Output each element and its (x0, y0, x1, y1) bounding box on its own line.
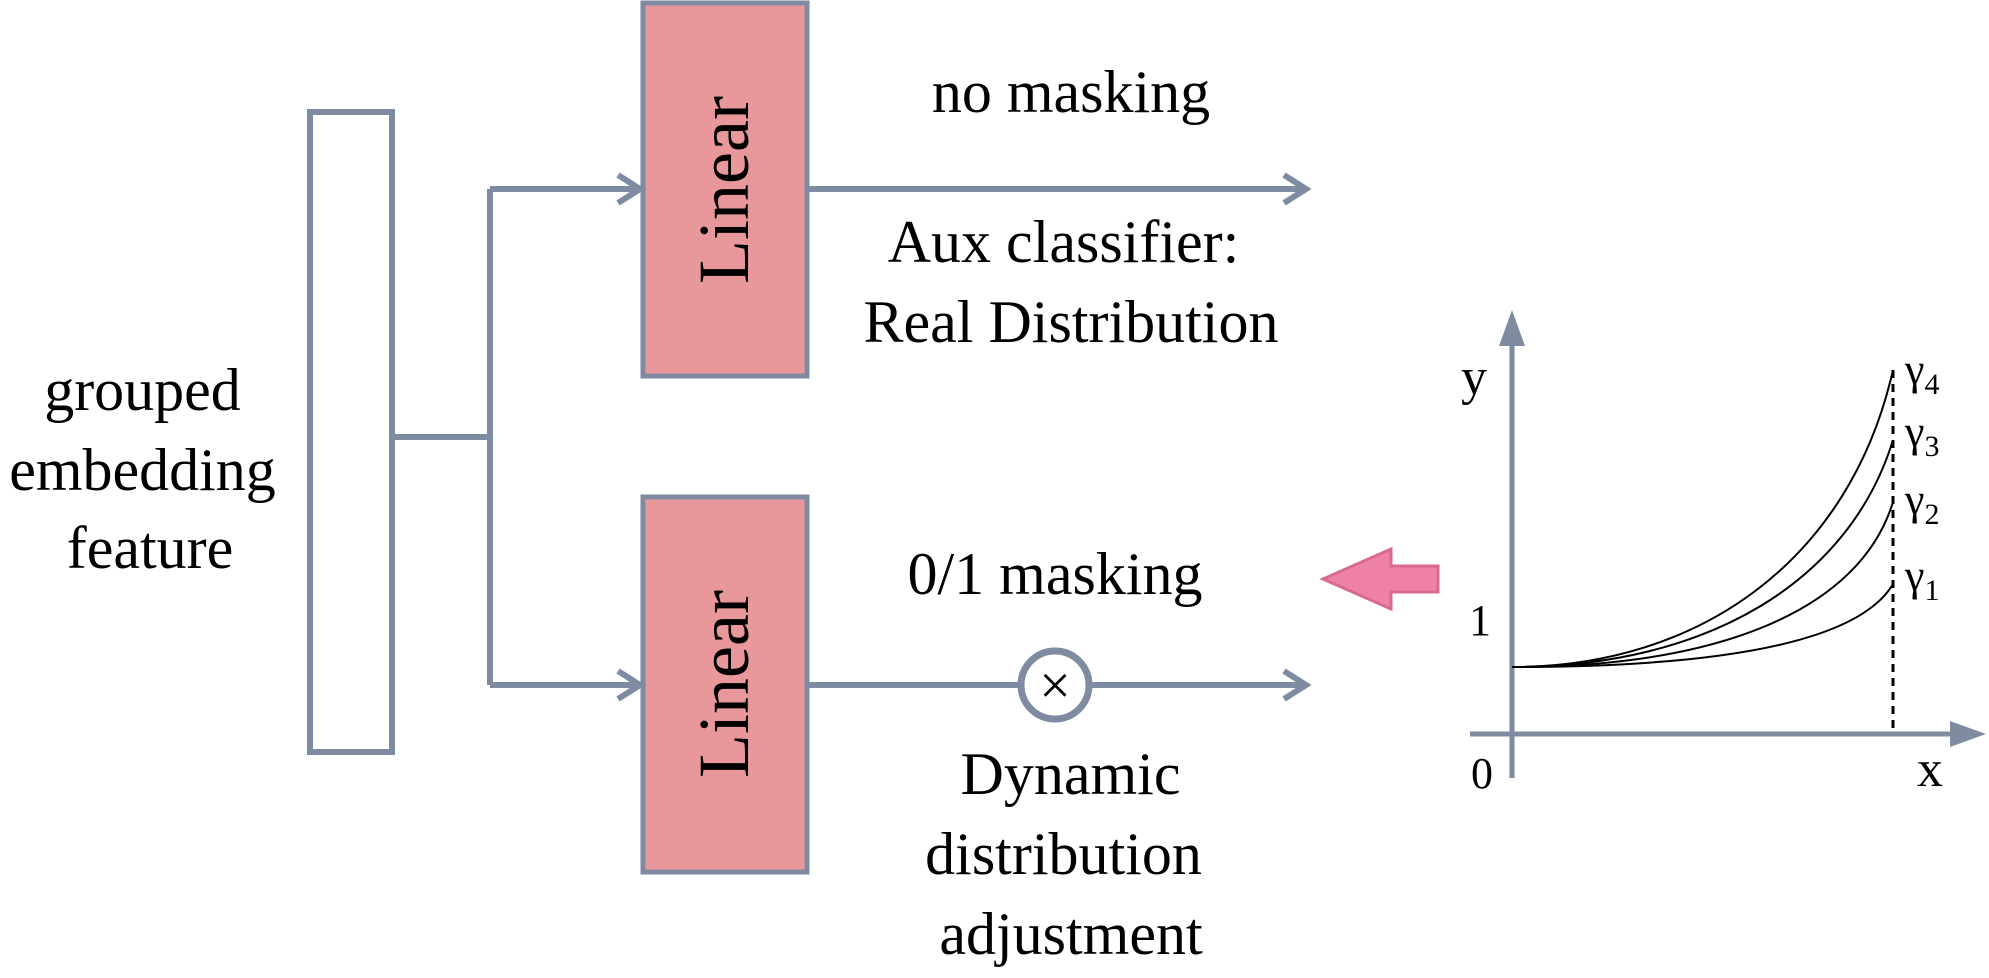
curve-plot: y x 0 1 γ4 γ3 γ2 γ1 (1461, 310, 1986, 798)
dynamic-adjustment-line-3: adjustment (939, 901, 1203, 967)
curve-gamma-2 (1511, 501, 1894, 668)
y-axis-label: y (1461, 349, 1487, 406)
input-label: grouped embedding feature (9, 357, 291, 581)
gamma-2-label: γ2 (1904, 475, 1939, 531)
gamma-4-symbol: γ (1904, 345, 1924, 394)
embedding-feature-block (307, 109, 395, 755)
plot-y-axis-arrowhead (1499, 310, 1525, 346)
gamma-3-symbol: γ (1904, 407, 1924, 456)
multiply-symbol: × (1039, 655, 1071, 717)
plot-x-axis-arrowhead (1950, 721, 1986, 747)
gamma-1-label: γ1 (1904, 551, 1939, 607)
bottom-input-arrow (490, 668, 646, 702)
gamma-3-label: γ3 (1904, 407, 1939, 463)
top-output-arrow (807, 172, 1312, 206)
aux-classifier-label: Aux classifier: Real Distribution (864, 209, 1279, 355)
dynamic-adjustment-line-2: distribution (925, 821, 1202, 887)
curve-gamma-4 (1511, 369, 1894, 668)
gamma-1-subscript: 1 (1924, 574, 1939, 607)
top-linear-block (640, 0, 810, 379)
masking-caption: 0/1 masking (908, 541, 1203, 607)
bottom-linear-block (640, 494, 810, 875)
input-label-line-3: feature (67, 515, 234, 581)
gamma-2-subscript: 2 (1924, 498, 1939, 531)
splitter-connector (392, 189, 493, 685)
top-input-arrow (490, 172, 646, 206)
top-linear-label: Linear (684, 96, 764, 284)
gamma-4-label: γ4 (1904, 345, 1939, 401)
dynamic-adjustment-line-1: Dynamic (961, 741, 1181, 807)
no-masking-caption: no masking (932, 59, 1210, 125)
gamma-1-symbol: γ (1904, 551, 1924, 600)
origin-label: 0 (1471, 749, 1493, 798)
input-label-line-2: embedding (9, 437, 276, 503)
gamma-3-subscript: 3 (1924, 430, 1939, 463)
bottom-output-arrow (807, 668, 1312, 702)
bottom-linear-label: Linear (684, 590, 764, 778)
y-tick-label: 1 (1469, 596, 1491, 645)
curve-gamma-1 (1511, 583, 1894, 668)
gamma-4-subscript: 4 (1924, 368, 1939, 401)
gamma-2-symbol: γ (1904, 475, 1924, 524)
multiply-node (1017, 647, 1093, 723)
curve-gamma-3 (1511, 439, 1894, 668)
aux-classifier-line-2: Real Distribution (864, 289, 1279, 355)
x-axis-label: x (1917, 741, 1943, 798)
input-label-line-1: grouped (44, 357, 241, 423)
curve-feed-arrow (1319, 546, 1440, 612)
dynamic-adjustment-label: Dynamic distribution adjustment (925, 741, 1217, 967)
aux-classifier-line-1: Aux classifier: (888, 209, 1240, 275)
